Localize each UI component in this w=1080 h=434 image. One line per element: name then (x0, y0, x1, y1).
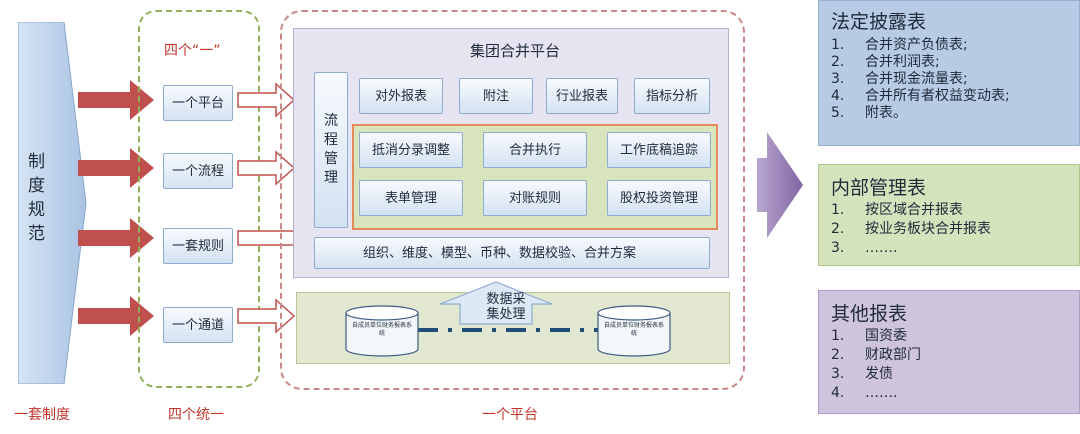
list-item: 2.合并利润表; (831, 54, 940, 70)
panel-title: 法定披露表 (831, 11, 927, 33)
panel-list: 1.合并资产负债表; 2.合并利润表; 3.合并现金流量表; 4.合并所有者权益… (831, 37, 1010, 122)
form-management-box: 表单管理 (359, 180, 463, 216)
four-one-group (138, 10, 260, 388)
list-item: 5.附表。 (831, 105, 907, 121)
list-item: 3.发债 (831, 366, 893, 382)
output-arrow (757, 132, 803, 238)
four-one-title: 四个“一” (164, 43, 221, 59)
one-platform-box: 一个平台 (163, 85, 233, 121)
industry-report-box: 行业报表 (546, 78, 618, 114)
consolidation-exec-box: 合并执行 (483, 132, 587, 168)
list-item: 1.按区域合并报表 (831, 202, 963, 218)
database-right-label: 自成员单位财务报表系统 (604, 322, 665, 337)
system-chevron (18, 22, 87, 384)
list-item: 3.……. (831, 240, 898, 256)
list-item: 2.财政部门 (831, 347, 921, 363)
list-item: 3.合并现金流量表; (831, 71, 968, 87)
system-label: 制度规范 (28, 152, 45, 244)
red-arrow-4 (78, 296, 154, 336)
database-left-icon (345, 305, 419, 357)
database-left-label: 自成员单位财务报表系统 (352, 322, 413, 337)
panel-title: 其他报表 (831, 303, 908, 325)
reconciliation-rule-box: 对账规则 (483, 180, 587, 216)
indicator-analysis-box: 指标分析 (634, 78, 710, 114)
elimination-adjust-box: 抵消分录调整 (359, 132, 463, 168)
process-management-box: 流程管理 (314, 72, 348, 228)
equity-investment-box: 股权投资管理 (607, 180, 711, 216)
red-arrow-1 (78, 80, 154, 120)
statutory-disclosure-panel: 法定披露表 1.合并资产负债表; 2.合并利润表; 3.合并现金流量表; 4.合… (818, 0, 1080, 146)
data-collect-label: 数据采集处理 (486, 292, 526, 322)
list-item: 1.国资委 (831, 328, 907, 344)
list-item: 4.……. (831, 385, 898, 401)
database-right-icon (597, 305, 671, 357)
platform-title: 集团合并平台 (470, 42, 561, 60)
one-channel-box: 一个通道 (163, 307, 233, 343)
platform-caption: 一个平台 (482, 407, 538, 423)
platform-group (280, 10, 745, 390)
list-item: 1.合并资产负债表; (831, 37, 968, 53)
system-caption: 一套制度 (14, 407, 70, 423)
other-reports-panel: 其他报表 1.国资委 2.财政部门 3.发债 4.……. (818, 290, 1080, 414)
red-arrow-2 (78, 148, 154, 188)
one-process-box: 一个流程 (163, 153, 233, 189)
red-arrows (78, 80, 154, 336)
external-report-box: 对外报表 (359, 78, 443, 114)
worksheet-trace-box: 工作底稿追踪 (607, 132, 711, 168)
db-connector (418, 328, 602, 332)
data-collect-arrow (439, 281, 553, 325)
foundation-bar: 组织、维度、模型、币种、数据校验、合并方案 (314, 237, 710, 269)
notes-box: 附注 (459, 78, 533, 114)
list-item: 2.按业务板块合并报表 (831, 221, 991, 237)
internal-management-panel: 内部管理表 1.按区域合并报表 2.按业务板块合并报表 3.……. (818, 164, 1080, 266)
panel-list: 1.按区域合并报表 2.按业务板块合并报表 3.……. (831, 201, 991, 258)
panel-list: 1.国资委 2.财政部门 3.发债 4.……. (831, 327, 921, 403)
one-rule-box: 一套规则 (163, 228, 233, 264)
red-arrow-3 (78, 218, 154, 258)
list-item: 4.合并所有者权益变动表; (831, 88, 1010, 104)
four-one-caption: 四个统一 (168, 407, 224, 423)
panel-title: 内部管理表 (831, 177, 927, 199)
